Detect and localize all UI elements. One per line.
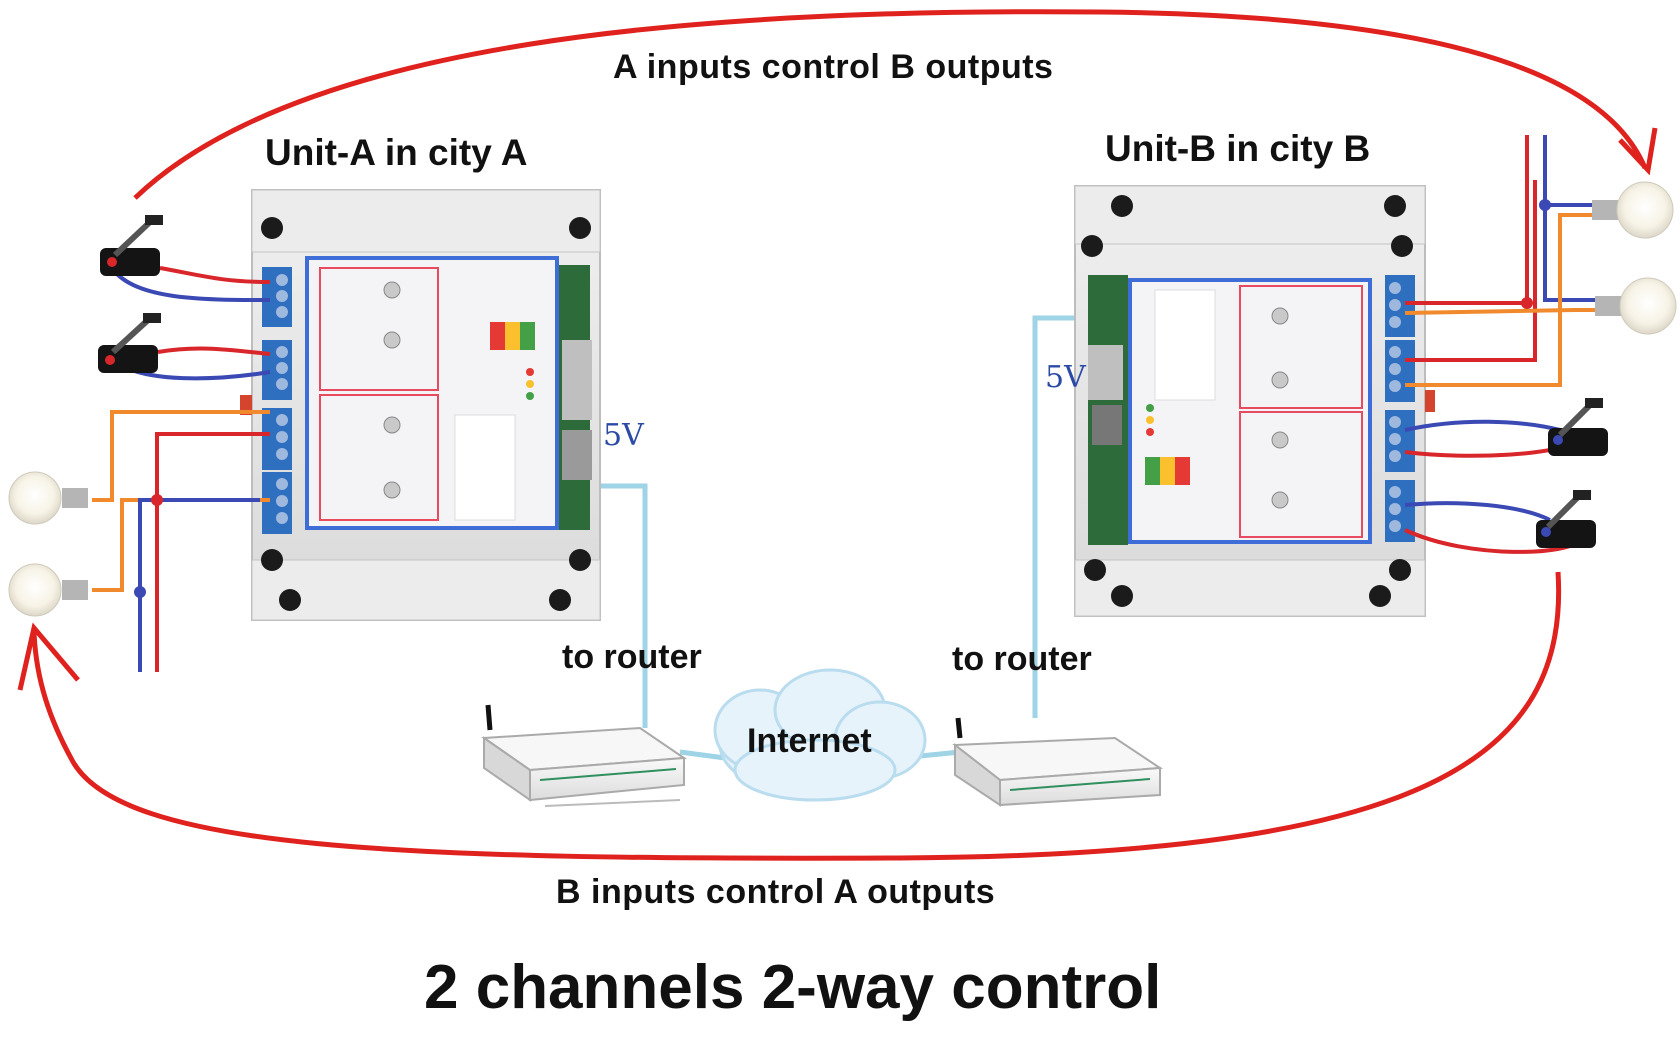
router-b-label: to router (952, 640, 1092, 678)
light-bulb-icon (8, 471, 88, 525)
unit-a-terminals (262, 267, 292, 534)
internet-label: Internet (747, 722, 872, 760)
unit-b-title: Unit-B in city B (1105, 128, 1371, 169)
router-a-label: to router (562, 638, 702, 676)
unit-a-wiring (92, 263, 271, 672)
top-arrow-head-icon (1618, 127, 1658, 176)
light-bulb-icon (1595, 277, 1677, 335)
bottom-control-arrow (17, 571, 1562, 861)
bottom-arrow-head-icon (17, 622, 80, 691)
unit-a-device (240, 189, 601, 621)
voltage-label-b: 5V (1045, 360, 1086, 395)
light-bulb-icon (8, 563, 88, 617)
toggle-switch-icon (100, 215, 163, 276)
top-arrow-label: A inputs control B outputs (613, 48, 1054, 86)
unit-b-device (1074, 185, 1435, 617)
diagram-footer-title: 2 channels 2-way control (424, 953, 1162, 1022)
top-control-arrow (133, 9, 1658, 200)
toggle-switch-icon (98, 313, 161, 373)
router-b-icon (952, 717, 1163, 807)
unit-a-title: Unit-A in city A (265, 132, 528, 173)
bottom-arrow-label: B inputs control A outputs (556, 873, 996, 911)
cloud-icon (713, 668, 927, 802)
router-a-icon (481, 704, 687, 807)
toggle-switch-icon (1536, 490, 1596, 548)
voltage-label-a: 5V (603, 418, 644, 453)
toggle-switch-icon (1548, 398, 1608, 456)
unit-b-wiring (1404, 135, 1600, 554)
light-bulb-icon (1592, 181, 1674, 239)
